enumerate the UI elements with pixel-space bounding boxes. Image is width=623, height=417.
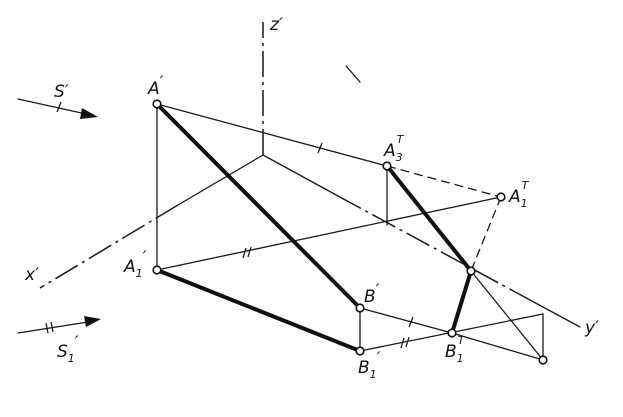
point-corner	[538, 355, 548, 365]
tick-double-A1-b	[247, 246, 252, 258]
line-B1T-corner	[451, 332, 544, 361]
segment-A3T-trace	[385, 164, 473, 273]
line-A-A3T	[156, 103, 388, 167]
label-z: z′	[269, 15, 283, 35]
point-A3T	[382, 161, 392, 171]
line-trace-corner	[470, 270, 544, 361]
label-B1T: B1T	[445, 334, 466, 365]
arrow-S1-head	[84, 316, 101, 327]
label-A3T: A3T	[383, 133, 405, 164]
line-A1T-trace-dashed	[470, 196, 502, 272]
point-B1	[355, 346, 365, 356]
points	[152, 99, 548, 365]
axes	[39, 22, 581, 328]
segments	[155, 102, 473, 353]
arrow-S1-tick-a	[45, 322, 49, 334]
point-trace	[466, 266, 476, 276]
direction-arrows	[17, 98, 101, 334]
arrow-S1-tick-b	[50, 321, 54, 333]
tick-marks	[242, 142, 414, 349]
arrow-S-shaft	[17, 98, 87, 115]
label-S: S′	[54, 82, 69, 102]
y-axis-end	[529, 299, 581, 328]
label-S1: S1′	[57, 333, 79, 365]
construction-lines	[156, 103, 544, 361]
line-A1-A1T	[156, 196, 502, 271]
tick-B-B1T	[408, 316, 414, 328]
tick-double-B1-b	[405, 336, 410, 348]
label-A: A′	[147, 73, 164, 99]
line-A3T-A1T-dashed	[386, 165, 502, 198]
y-axis-dashdot	[337, 195, 531, 301]
label-B1: B1′	[358, 349, 381, 381]
label-A1: A1′	[123, 248, 147, 280]
labels: z′ x′ y′ S′ S1′ A′ A1′ A3T A1T B′ B1′ B1…	[24, 15, 599, 381]
point-A	[152, 99, 162, 109]
tick-double-A1-a	[242, 247, 247, 259]
y-axis-solid	[262, 154, 339, 197]
arrow-S-head	[80, 108, 98, 119]
point-B1T	[447, 328, 457, 338]
point-A1	[152, 265, 162, 275]
label-x: x′	[24, 265, 39, 285]
segment-A-B	[155, 102, 362, 310]
label-A1T: A1T	[508, 179, 530, 210]
arrow-S1-shaft	[17, 321, 89, 334]
x-axis-dashdot	[39, 204, 179, 289]
point-A1T	[496, 192, 506, 202]
stray-mark	[345, 65, 361, 83]
x-axis-solid	[177, 154, 264, 206]
point-B	[355, 303, 365, 313]
segment-trace-B1T	[450, 269, 473, 335]
label-B: B′	[364, 281, 380, 307]
label-y: y′	[584, 318, 599, 338]
line-B-B1T	[359, 307, 453, 334]
arrow-S-tick	[56, 101, 62, 113]
segment-A1-B1	[155, 268, 362, 353]
tick-double-B1-a	[400, 337, 405, 349]
tick-A-A3T	[317, 142, 323, 154]
